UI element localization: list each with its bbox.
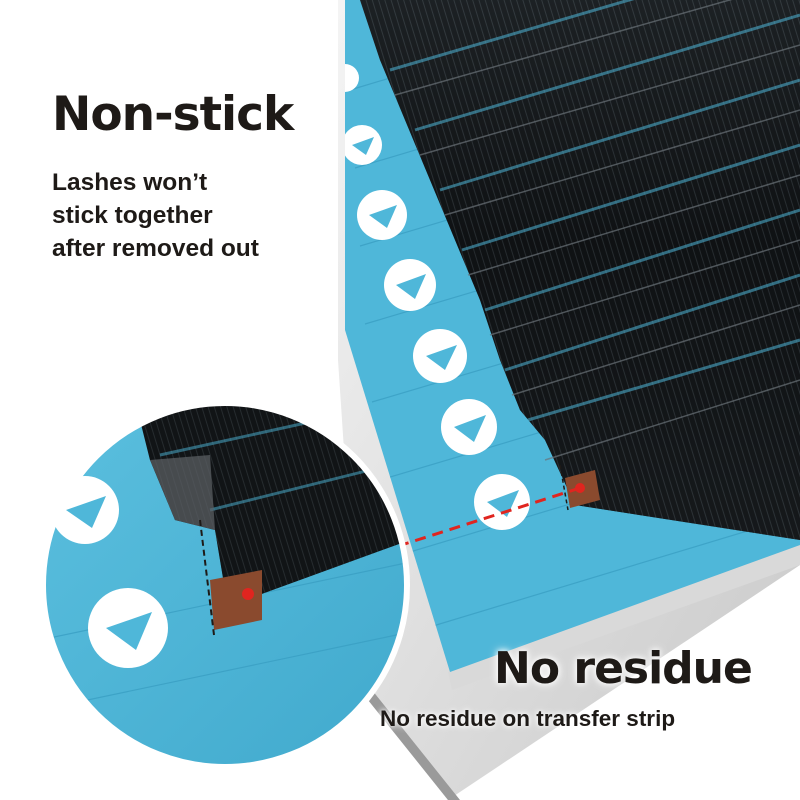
non-stick-description: Lashes won’t stick together after remove… (52, 166, 259, 265)
chevron-logo-icon (357, 190, 407, 240)
chevron-logo-icon (384, 259, 436, 311)
chevron-logo-icon (88, 588, 168, 668)
description-line: Lashes won’t (52, 169, 208, 196)
non-stick-heading: Non-stick (52, 87, 294, 142)
tray-logo-dots (345, 64, 530, 530)
no-residue-description: No residue on transfer strip (380, 706, 676, 731)
no-residue-heading: No residue (494, 643, 753, 694)
zoom-magnifier (40, 400, 410, 770)
chevron-logo-icon (474, 474, 530, 530)
chevron-logo-icon (413, 329, 467, 383)
chevron-logo-icon (345, 64, 359, 92)
lash-tray (345, 0, 800, 672)
chevron-logo-icon (441, 399, 497, 455)
lash-rows (360, 0, 800, 540)
description-line: stick together (52, 202, 213, 229)
description-line: after removed out (52, 235, 259, 262)
chevron-logo-icon (345, 125, 382, 165)
